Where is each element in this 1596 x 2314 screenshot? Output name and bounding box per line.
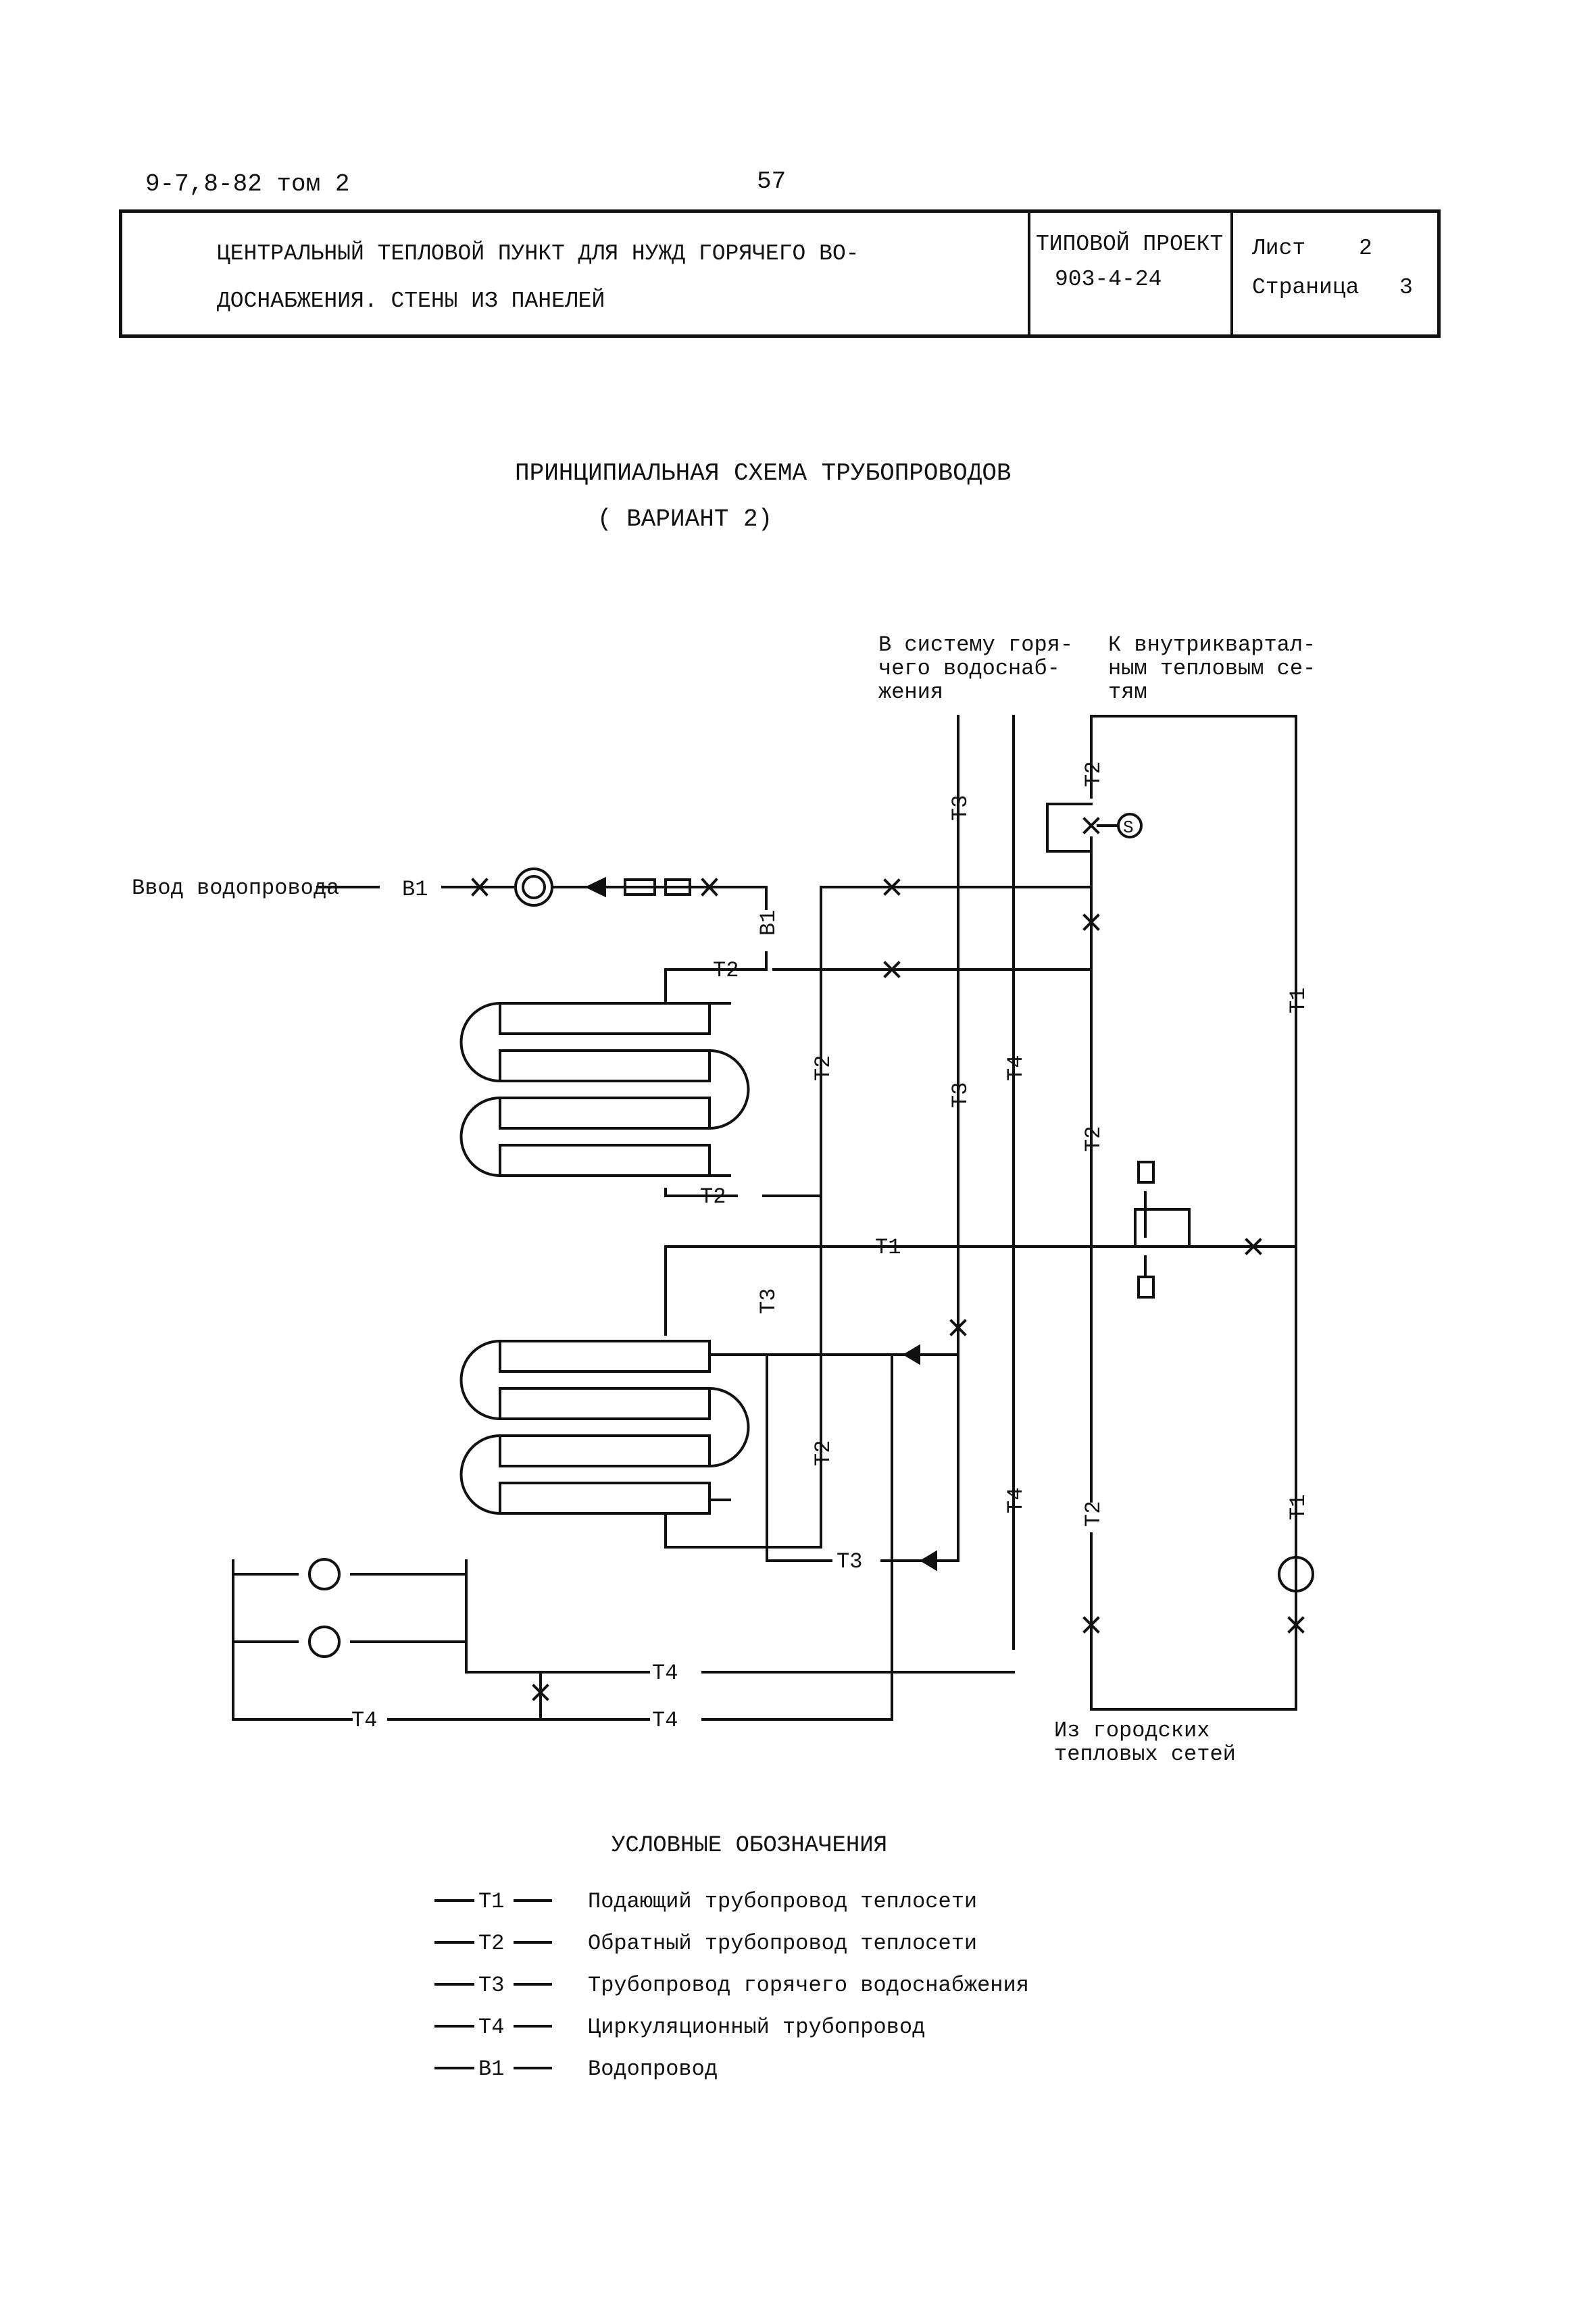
stamp-project-number: 903-4-24 xyxy=(1055,267,1162,292)
legend-code-t3: T3 xyxy=(478,1973,504,1998)
valve-upper-1-icon xyxy=(883,878,901,896)
tag-t1-main: T1 xyxy=(875,1235,901,1260)
valve-vertical-t2-icon xyxy=(1082,913,1100,931)
legend-code-t2: T2 xyxy=(478,1931,504,1956)
heat-exchanger-upper xyxy=(459,968,822,1197)
stamp-page-value: 3 xyxy=(1399,275,1413,300)
label-city-networks-1: Из городских xyxy=(1054,1718,1210,1743)
stamp-page-label: Страница xyxy=(1252,275,1360,300)
tag-t2-middle: T2 xyxy=(700,1184,726,1209)
bypass-valve-icon xyxy=(532,1684,549,1701)
solenoid-label: S xyxy=(1123,818,1134,838)
tag-b1-inlet: B1 xyxy=(402,877,428,902)
label-water-inlet: Ввод водопровода xyxy=(132,876,339,901)
valve-t3-icon xyxy=(949,1319,967,1336)
water-meter-inner-icon xyxy=(522,875,546,899)
legend-code-t1: T1 xyxy=(478,1889,504,1914)
tag-t2-vertical-3: T2 xyxy=(1081,1126,1106,1152)
stamp-project-label: ТИПОВОЙ ПРОЕКТ xyxy=(1036,232,1224,257)
tag-t2-vertical-4: T2 xyxy=(1081,1501,1106,1527)
hot-water-lines xyxy=(886,715,1015,1650)
tag-t3-vertical-2: T3 xyxy=(948,1082,973,1108)
tag-t4-vertical-1: T4 xyxy=(1003,1055,1028,1081)
title-block-project: ТИПОВОЙ ПРОЕКТ 903-4-24 xyxy=(1028,213,1233,334)
title-block: ЦЕНТРАЛЬНЫЙ ТЕПЛОВОЙ ПУНКТ ДЛЯ НУЖД ГОРЯ… xyxy=(119,209,1441,338)
district-side-lines xyxy=(1090,715,1297,1711)
label-hot-water-1: В систему горя- xyxy=(878,632,1073,657)
tag-b1-vertical: B1 xyxy=(756,910,781,936)
stamp-title-line1: ЦЕНТРАЛЬНЫЙ ТЕПЛОВОЙ ПУНКТ ДЛЯ НУЖД ГОРЯ… xyxy=(217,241,859,266)
tag-t3-lower: T3 xyxy=(837,1549,862,1574)
label-district-2: ным тепловым се- xyxy=(1108,656,1316,681)
tag-t4-vertical-2: T4 xyxy=(1003,1488,1028,1513)
strainer-icon xyxy=(664,878,691,896)
pump-1-icon xyxy=(308,1558,341,1590)
valve-t1-icon xyxy=(1245,1238,1262,1255)
valve-upper-2-icon xyxy=(883,961,901,978)
water-meter-icon xyxy=(514,867,553,907)
check-valve-t3-icon xyxy=(903,1344,920,1365)
legend-code-t4: T4 xyxy=(478,2015,504,2040)
label-hot-water-2: чего водоснаб- xyxy=(878,656,1060,681)
check-valve-t3-return-icon xyxy=(920,1550,937,1571)
document-code: 9-7,8-82 том 2 xyxy=(145,170,350,198)
pump-2-icon xyxy=(308,1626,341,1658)
tag-t4-bottom: T4 xyxy=(652,1708,678,1733)
t1-main-line xyxy=(664,715,1297,1670)
legend-text-t4: Циркуляционный трубопровод xyxy=(588,2015,925,2040)
actuator-top-icon xyxy=(1137,1161,1155,1184)
pump-group xyxy=(232,1559,1015,1721)
label-district-1: К внутриквартал- xyxy=(1108,632,1316,657)
valve-city-t2-icon xyxy=(1082,1616,1100,1634)
solenoid-icon xyxy=(1117,813,1143,838)
page-number: 57 xyxy=(757,168,787,195)
tag-t1-vertical-1: T1 xyxy=(1286,988,1311,1013)
drawing-subtitle: ( ВАРИАНТ 2) xyxy=(597,505,773,533)
stamp-sheet-label: Лист xyxy=(1252,236,1306,261)
flow-meter-icon xyxy=(1278,1556,1314,1592)
valve-city-t1-icon xyxy=(1287,1616,1305,1634)
pressure-regulator-top xyxy=(1046,803,1120,853)
upper-distribution-lines xyxy=(772,715,1093,1549)
actuator-bottom-icon xyxy=(1137,1276,1155,1299)
stamp-sheet-value: 2 xyxy=(1359,236,1372,261)
valve-b1-b-icon xyxy=(701,878,718,897)
filter-icon xyxy=(624,878,656,896)
label-district-3: тям xyxy=(1108,680,1147,705)
legend-text-b1: Водопровод xyxy=(588,2057,718,2082)
tag-t2-vertical-2: T2 xyxy=(811,1440,836,1466)
b1-inlet-line xyxy=(316,886,768,971)
legend-title: УСЛОВНЫЕ ОБОЗНАЧЕНИЯ xyxy=(612,1833,887,1859)
tag-t4-left: T4 xyxy=(351,1708,377,1733)
tag-t1-vertical-2: T1 xyxy=(1286,1494,1311,1520)
label-city-networks-2: тепловых сетей xyxy=(1054,1742,1236,1767)
tag-t2-vertical-top: T2 xyxy=(1081,761,1106,787)
drawing-title: ПРИНЦИПИАЛЬНАЯ СХЕМА ТРУБОПРОВОДОВ xyxy=(515,459,1012,487)
legend-text-t1: Подающий трубопровод теплосети xyxy=(588,1889,977,1914)
label-hot-water-3: жения xyxy=(878,680,943,705)
t1-regulator xyxy=(1134,1191,1191,1278)
title-block-description: ЦЕНТРАЛЬНЫЙ ТЕПЛОВОЙ ПУНКТ ДЛЯ НУЖД ГОРЯ… xyxy=(122,213,1030,334)
heat-exchanger-lower xyxy=(459,1339,889,1549)
check-valve-b1-icon xyxy=(584,876,606,898)
tag-t4-pump: T4 xyxy=(652,1661,678,1686)
tag-t3-vertical-1: T3 xyxy=(948,795,973,821)
circulation-return xyxy=(766,1353,959,1721)
legend-code-b1: B1 xyxy=(478,2057,504,2082)
valve-b1-a-icon xyxy=(471,878,489,897)
tag-t2-upper: T2 xyxy=(713,958,739,983)
legend-text-t2: Обратный трубопровод теплосети xyxy=(588,1931,977,1956)
legend-lines xyxy=(434,1899,552,2069)
stamp-title-line2: ДОСНАБЖЕНИЯ. СТЕНЫ ИЗ ПАНЕЛЕЙ xyxy=(217,288,605,313)
tag-t2-vertical-1: T2 xyxy=(811,1055,836,1081)
tag-t3-vertical-3: T3 xyxy=(756,1288,781,1314)
legend-text-t3: Трубопровод горячего водоснабжения xyxy=(588,1973,1029,1998)
